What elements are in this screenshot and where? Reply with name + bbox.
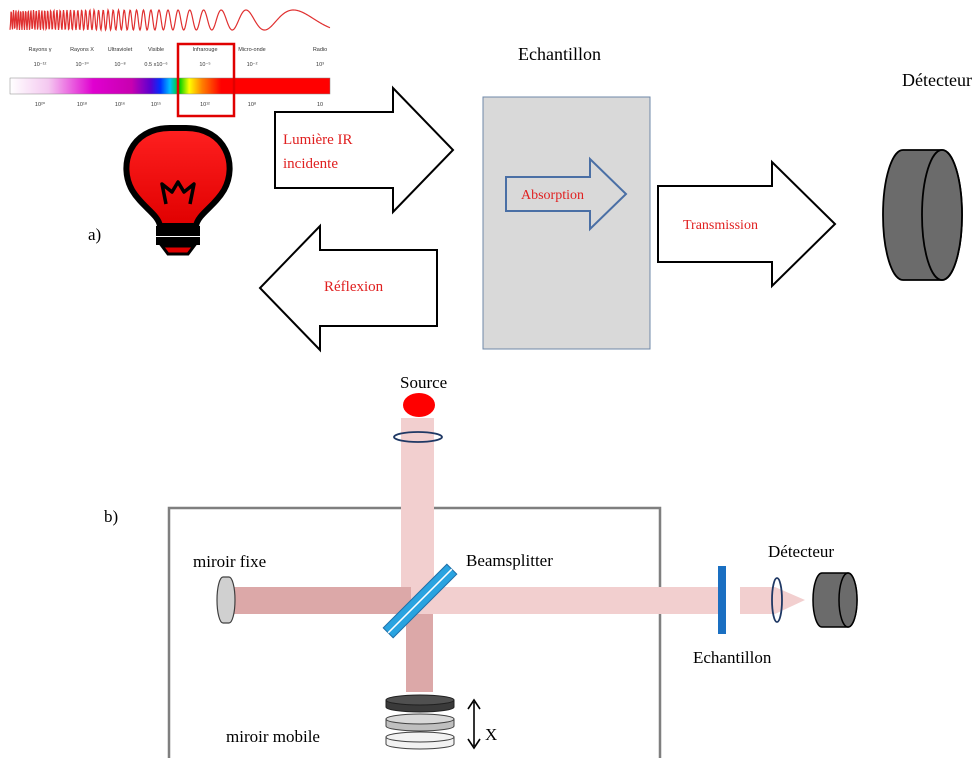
source-label: Source [400,373,447,392]
source-icon [403,393,435,417]
reflection-arrow: Réflexion [258,223,438,353]
spectrum-region-label-6: Radio [313,47,327,53]
spectrum-wavelength-label-2: 10⁻⁸ [114,61,125,68]
spectrum-region-label-4: Infrarouge [192,47,217,53]
source-lens-icon [393,431,443,443]
spectrum-region-label-1: Rayons X [70,47,94,53]
fixed-arm-beam [231,587,411,614]
incident-text-line1: Lumière IR [283,132,353,148]
displacement-arrow-icon [467,698,481,750]
spectrum-wavelength-label-1: 10⁻¹⁰ [75,61,89,68]
beamsplitter-icon [382,563,458,639]
absorption-arrow: Absorption [505,156,628,232]
fixed-mirror-label: miroir fixe [193,552,266,571]
spectrum-frequency-label-2: 10¹⁶ [115,101,125,108]
spectrum-region-labels: Rayons γ Rayons X Ultraviolet Visible Infrar… [29,47,328,53]
beamsplitter-label: Beamsplitter [466,551,553,570]
moving-mirror-label: miroir mobile [226,727,320,746]
spectrum-frequency-label-0: 10²⁰ [35,101,46,108]
detector-b-icon [812,572,858,628]
displacement-axis-label: X [485,725,497,744]
detector-icon [882,149,963,281]
part-b: b) Source miroir fixe Beamsplitter Echan… [104,373,858,758]
part-a: Rayons γ Rayons X Ultraviolet Visible Infrar… [9,7,972,353]
sample-label: Echantillon [693,648,772,667]
incident-text-line2: incidente [283,156,338,172]
spectrum-wavelength-labels: 10⁻¹² 10⁻¹⁰ 10⁻⁸ 0.5 x10⁻⁶ 10⁻⁵ 10⁻² 10³ [34,61,324,68]
part-a-label: a) [88,225,101,244]
spectrum-wavelength-label-3: 0.5 x10⁻⁶ [144,61,167,68]
spectrum-wave [9,7,331,33]
detector-lens-icon [771,577,783,623]
spectrum-region-label-0: Rayons γ [29,47,52,53]
spectrum-region-label-3: Visible [148,47,164,53]
input-beam [401,418,434,600]
spectrum-frequency-labels: 10²⁰ 10¹⁸ 10¹⁶ 10¹⁵ 10¹² 10⁸ 10 [35,101,323,108]
infrared-highlight-box [176,42,236,118]
spectrum-frequency-label-6: 10 [317,102,323,108]
mobile-arm-beam [406,614,433,692]
sample-slab-icon [718,566,726,634]
spectrum-bar [9,77,331,95]
spectrum-region-label-2: Ultraviolet [108,47,133,53]
incident-light-arrow: Lumière IR incidente [274,85,455,215]
spectrum-frequency-label-4: 10¹² [200,102,210,108]
detector-title: Détecteur [902,70,972,90]
spectrum-frequency-label-1: 10¹⁸ [77,101,87,108]
reflection-text: Réflexion [324,279,384,295]
spectrum-wavelength-label-0: 10⁻¹² [34,62,47,68]
sample-title: Echantillon [518,44,601,64]
fixed-mirror-icon [216,576,236,624]
absorption-text: Absorption [521,188,584,203]
spectrum-wavelength-label-6: 10³ [316,62,324,68]
part-b-label: b) [104,507,118,526]
transmission-arrow: Transmission [657,159,837,289]
transmission-text: Transmission [683,218,758,233]
em-spectrum-inset: Rayons γ Rayons X Ultraviolet Visible Infrar… [9,7,331,118]
output-beam [418,587,718,614]
spectrum-frequency-label-3: 10¹⁵ [151,101,161,108]
spectrum-frequency-label-5: 10⁸ [248,101,256,108]
sample-box [482,96,651,350]
spectrum-wavelength-label-5: 10⁻² [247,62,258,68]
detector-label: Détecteur [768,542,834,561]
spectrum-wavelength-label-4: 10⁻⁵ [199,61,210,68]
spectrum-region-label-5: Micro-onde [238,47,266,53]
moving-mirror-icon [385,694,455,750]
light-bulb-icon [123,125,233,256]
